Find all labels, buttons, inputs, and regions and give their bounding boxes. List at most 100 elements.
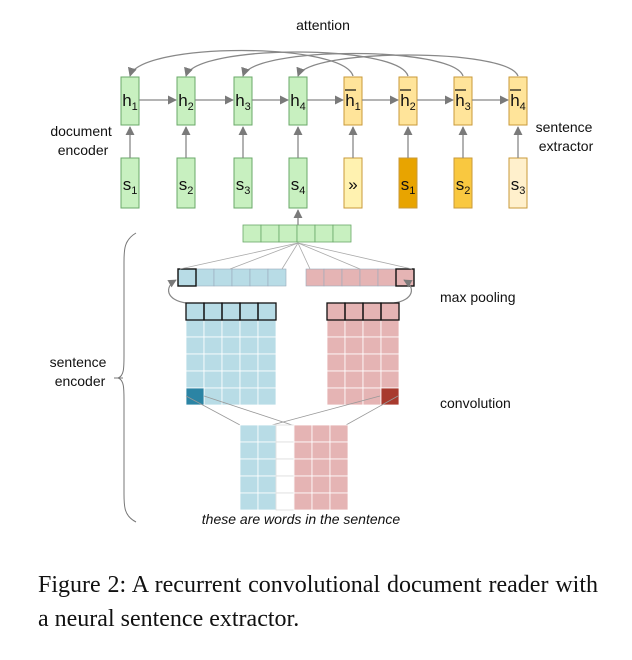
feature-map-blue-cell xyxy=(239,387,259,406)
pool-to-vector-line xyxy=(179,242,299,270)
word-embedding-red-cell xyxy=(293,441,313,460)
pooled-red-cell xyxy=(395,268,415,287)
word-embedding-red-cell xyxy=(311,492,331,511)
max-pooling-label: max pooling xyxy=(440,289,516,305)
pooled-red-cell xyxy=(377,268,397,287)
pooled-blue-cell-max xyxy=(177,268,197,287)
pooled-blue-cell xyxy=(267,268,287,287)
sentence-extractor-label: sentence extractor xyxy=(536,119,597,154)
extractor-hidden-label: h2 xyxy=(400,91,416,113)
extractor-input-label: s2 xyxy=(456,175,471,197)
word-embedding-blank-cell xyxy=(275,492,295,511)
conv-line xyxy=(185,395,241,426)
attention-arc xyxy=(127,49,354,77)
pooled-blue-cell xyxy=(213,268,233,287)
feature-map-blue-cell xyxy=(185,370,205,389)
pooled-blue-cell xyxy=(231,268,251,287)
conv-line xyxy=(271,395,381,426)
feature-map-red-cell xyxy=(326,302,346,321)
attention-arc xyxy=(241,52,464,77)
feature-map-red-cell xyxy=(380,353,400,372)
sentence-vector-cell xyxy=(242,224,262,243)
feature-map-red-cell xyxy=(362,370,382,389)
convolution-label: convolution xyxy=(440,395,511,411)
attention-arc xyxy=(296,54,519,77)
encoder-hidden-label: h2 xyxy=(178,91,194,113)
extractor-hidden-label: h4 xyxy=(510,91,526,113)
feature-map-blue-cell xyxy=(257,336,277,355)
word-embedding-blank-cell xyxy=(275,441,295,460)
pooled-blue-cell xyxy=(177,268,197,287)
feature-map-blue-cell xyxy=(203,353,223,372)
pooled-red-cell xyxy=(323,268,343,287)
word-embedding-blank-cell xyxy=(275,424,295,443)
word-embedding-blue-cell xyxy=(257,492,277,511)
extractor-input-label: » xyxy=(348,175,357,194)
pooled-blue-cell xyxy=(249,268,269,287)
conv-line xyxy=(203,395,293,426)
feature-map-blue-cell xyxy=(185,336,205,355)
feature-map-blue-cell xyxy=(239,353,259,372)
attention-arc xyxy=(184,51,409,77)
maxpool-arrow-left xyxy=(167,279,187,304)
feature-map-blue-cell xyxy=(203,336,223,355)
feature-map-blue-cell xyxy=(185,302,205,321)
feature-map-blue-cell xyxy=(257,370,277,389)
word-embedding-red-cell xyxy=(293,492,313,511)
encoder-input-label: s4 xyxy=(291,175,306,197)
feature-map-blue-cell xyxy=(185,319,205,338)
word-embedding-blue-cell xyxy=(239,441,259,460)
sentence-vector-cell xyxy=(278,224,298,243)
feature-map-red-cell xyxy=(344,336,364,355)
feature-map-blue-cell-top xyxy=(257,302,277,321)
feature-map-blue-cell xyxy=(239,319,259,338)
feature-map-red-cell xyxy=(326,319,346,338)
extractor-input-label: s1 xyxy=(401,175,416,197)
extractor-hidden-label: h1 xyxy=(345,91,361,113)
word-embedding-red-cell xyxy=(311,424,331,443)
pooled-blue-cell xyxy=(195,268,215,287)
attention-label: attention xyxy=(296,17,350,33)
feature-map-red-cell xyxy=(362,336,382,355)
extractor-hidden-box xyxy=(398,76,418,126)
sentence-encoder-line1: sentence xyxy=(50,354,107,370)
word-embedding-blue-cell xyxy=(239,475,259,494)
word-embedding-blue-cell xyxy=(257,458,277,477)
words-label: these are words in the sentence xyxy=(202,511,401,527)
feature-map-red-cell xyxy=(344,370,364,389)
pool-to-vector-line xyxy=(297,242,361,270)
figure-caption: Figure 2: A recurrent convolutional docu… xyxy=(38,572,598,632)
feature-map-blue-cell xyxy=(203,370,223,389)
feature-map-red-cell xyxy=(326,353,346,372)
feature-map-red-cell xyxy=(344,319,364,338)
feature-map-blue-cell xyxy=(257,302,277,321)
feature-map-red-cell-top xyxy=(380,302,400,321)
feature-map-red-cell xyxy=(380,302,400,321)
encoder-hidden-label: h4 xyxy=(290,91,306,113)
feature-map-blue-cell xyxy=(239,370,259,389)
feature-map-red-cell xyxy=(326,370,346,389)
word-embedding-red-cell xyxy=(311,475,331,494)
feature-map-blue-cell xyxy=(257,319,277,338)
word-embedding-red-cell xyxy=(329,424,349,443)
sentence-encoder-label: sentence encoder xyxy=(50,354,111,389)
feature-map-blue-cell xyxy=(203,302,223,321)
encoder-hidden-box xyxy=(120,76,140,126)
feature-map-blue-cell xyxy=(239,336,259,355)
sentence-vector-cell xyxy=(314,224,334,243)
word-embedding-red-cell xyxy=(329,492,349,511)
feature-map-blue-cell xyxy=(203,319,223,338)
document-encoder-line2: encoder xyxy=(58,142,109,158)
feature-map-red-cell xyxy=(380,370,400,389)
feature-map-red-cell xyxy=(344,353,364,372)
sentence-vector-cell xyxy=(296,224,316,243)
word-embedding-red-cell xyxy=(329,458,349,477)
word-embedding-red-cell xyxy=(311,441,331,460)
feature-map-red-cell xyxy=(326,336,346,355)
word-embedding-red-cell xyxy=(293,475,313,494)
feature-map-blue-cell xyxy=(221,370,241,389)
sentence-encoder-line2: encoder xyxy=(55,373,106,389)
word-embedding-blue-cell xyxy=(257,424,277,443)
encoder-hidden-box xyxy=(233,76,253,126)
word-embedding-blue-cell xyxy=(239,492,259,511)
